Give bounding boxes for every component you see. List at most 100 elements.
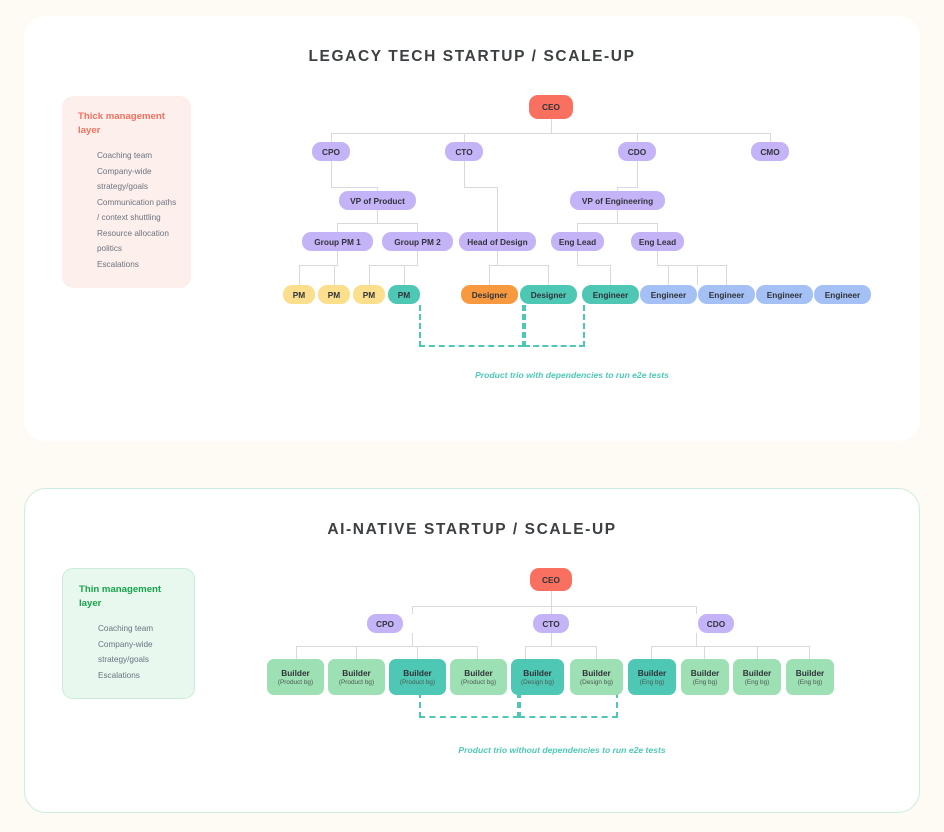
node-cto[interactable]: CTO [445, 142, 483, 161]
node-vp-of-product[interactable]: VP of Product [339, 191, 416, 210]
node-label: Builder [342, 668, 371, 678]
legend-heading: Thick management layer [78, 111, 165, 136]
node-label: Engineer [650, 289, 687, 300]
node-engineer-2[interactable]: Engineer [640, 285, 697, 304]
node-builder-eng-4[interactable]: Builder (Eng bg) [786, 659, 834, 695]
node-label: Builder [523, 668, 552, 678]
node-group-pm-2[interactable]: Group PM 2 [382, 232, 453, 251]
ai-native-panel-title: AI-NATIVE STARTUP / SCALE-UP [327, 521, 617, 538]
list-item: Resource allocation politics [97, 228, 169, 254]
ai-native-caption: Product trio without dependencies to run… [458, 745, 666, 755]
node-builder-design-2[interactable]: Builder (Design bg) [570, 659, 623, 695]
node-label: PM [362, 289, 376, 300]
connector [369, 265, 418, 266]
node-label: Builder [690, 668, 720, 678]
node-eng-lead-2[interactable]: Eng Lead [631, 232, 684, 251]
connector [551, 591, 552, 606]
connector [477, 646, 478, 659]
connector [637, 133, 638, 142]
connector [464, 133, 465, 142]
connector [369, 265, 370, 285]
list-item: Coaching team [97, 151, 153, 160]
node-ceo[interactable]: CEO [530, 568, 572, 591]
node-pm-3[interactable]: PM [353, 285, 385, 304]
node-builder-eng-3[interactable]: Builder (Eng bg) [733, 659, 781, 695]
connector [651, 646, 652, 659]
node-label: VP of Product [350, 195, 405, 206]
node-builder-product-4[interactable]: Builder (Product bg) [450, 659, 507, 695]
node-pm-1[interactable]: PM [283, 285, 315, 304]
connector [412, 606, 696, 607]
node-label: Builder [403, 668, 432, 678]
node-builder-eng-1-highlighted[interactable]: Builder (Eng bg) [628, 659, 676, 695]
list-item: Company-wide strategy/goals [97, 166, 152, 192]
connector [417, 646, 418, 659]
node-label: Builder [464, 668, 493, 678]
node-ceo[interactable]: CEO [529, 95, 573, 119]
node-label: Eng Lead [638, 236, 677, 247]
legend-item-list: Coaching team Company-wide strategy/goal… [79, 621, 180, 683]
connector [464, 161, 465, 187]
connector [548, 265, 549, 285]
connector [464, 187, 498, 188]
node-label: CEO [542, 102, 560, 112]
connector [417, 223, 418, 232]
node-head-of-design[interactable]: Head of Design [459, 232, 536, 251]
node-designer-2-highlighted[interactable]: Designer [520, 285, 577, 304]
connector [577, 223, 658, 224]
node-sublabel: (Design bg) [579, 679, 614, 686]
connector [337, 223, 338, 232]
connector [497, 251, 498, 265]
connector [577, 223, 578, 232]
node-designer-1-highlighted[interactable]: Designer [461, 285, 518, 304]
connector [551, 606, 552, 614]
node-cpo[interactable]: CPO [367, 614, 403, 633]
connector [331, 187, 378, 188]
connector [334, 265, 335, 285]
legacy-panel-title: LEGACY TECH STARTUP / SCALE-UP [308, 48, 636, 65]
connector [296, 646, 478, 647]
node-vp-of-engineering[interactable]: VP of Engineering [570, 191, 665, 210]
connector [577, 251, 578, 265]
list-item: Coaching team [98, 624, 154, 633]
node-label: CTO [542, 618, 560, 629]
node-cpo[interactable]: CPO [312, 142, 350, 161]
node-engineer-1-highlighted[interactable]: Engineer [582, 285, 639, 304]
node-pm-4-highlighted[interactable]: PM [388, 285, 420, 304]
connector [551, 118, 552, 133]
node-sublabel: (Eng bg) [744, 679, 770, 686]
node-builder-product-3-highlighted[interactable]: Builder (Product bg) [389, 659, 446, 695]
node-engineer-4[interactable]: Engineer [756, 285, 813, 304]
node-builder-product-2[interactable]: Builder (Product bg) [328, 659, 385, 695]
node-cto[interactable]: CTO [533, 614, 569, 633]
node-cmo[interactable]: CMO [751, 142, 789, 161]
node-cdo[interactable]: CDO [698, 614, 734, 633]
list-item: Company-wide strategy/goals [98, 639, 153, 665]
list-item: Escalations [98, 670, 140, 680]
connector [299, 265, 338, 266]
node-label: Builder [582, 668, 611, 678]
node-label: Designer [530, 289, 567, 300]
connector [377, 210, 378, 223]
node-sublabel: (Product bg) [460, 679, 497, 686]
connector [489, 265, 548, 266]
node-engineer-5[interactable]: Engineer [814, 285, 871, 304]
node-label: CPO [376, 618, 394, 629]
node-label: Engineer [592, 289, 629, 300]
connector [525, 646, 526, 659]
node-group-pm-1[interactable]: Group PM 1 [302, 232, 373, 251]
node-engineer-3[interactable]: Engineer [698, 285, 755, 304]
node-pm-2[interactable]: PM [318, 285, 350, 304]
node-label: Group PM 2 [394, 236, 441, 247]
connector [617, 210, 618, 223]
node-sublabel: (Product bg) [338, 679, 375, 686]
connector [412, 606, 413, 614]
node-cdo[interactable]: CDO [618, 142, 656, 161]
node-builder-eng-2[interactable]: Builder (Eng bg) [681, 659, 729, 695]
connector [525, 646, 596, 647]
node-builder-product-1[interactable]: Builder (Product bg) [267, 659, 324, 695]
node-label: Engineer [708, 289, 745, 300]
node-eng-lead-1[interactable]: Eng Lead [551, 232, 604, 251]
node-builder-design-1-highlighted[interactable]: Builder (Design bg) [511, 659, 564, 695]
node-label: PM [327, 289, 341, 300]
